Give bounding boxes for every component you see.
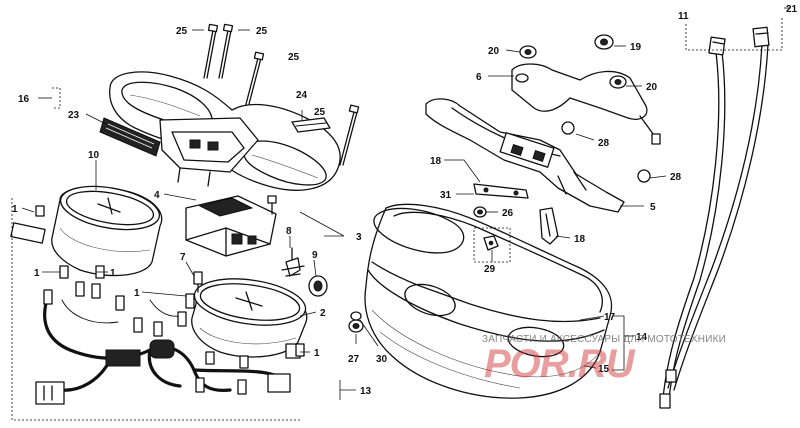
callout-18: 18	[574, 234, 586, 245]
callout-21: 21	[786, 4, 798, 15]
rubber-strip-23	[99, 117, 161, 157]
callout-20: 20	[646, 82, 658, 93]
grommet-9	[308, 275, 328, 297]
callout-1: 1	[314, 348, 320, 359]
speedometer-10	[51, 185, 163, 277]
callout-4: 4	[154, 190, 160, 201]
callout-25: 25	[288, 52, 300, 63]
indicator-block-4	[185, 195, 277, 257]
callout-6: 6	[476, 72, 482, 83]
callout-8: 8	[286, 226, 292, 237]
callout-1: 1	[110, 268, 116, 279]
tachometer-2	[191, 278, 308, 358]
callout-25: 25	[176, 26, 188, 37]
bracket-5	[425, 98, 625, 213]
callout-30: 30	[376, 354, 388, 365]
callout-20: 20	[488, 46, 500, 57]
callout-3: 3	[356, 232, 362, 243]
callout-5: 5	[650, 202, 656, 213]
callout-10: 10	[88, 150, 100, 161]
callout-16: 16	[18, 94, 30, 105]
callout-23: 23	[68, 110, 80, 121]
bulb-7	[193, 271, 203, 293]
callout-11: 11	[678, 11, 689, 22]
callout-labels: 25 25 25 25 24 16 23 10 4 3 1 1 1 1 1 7 …	[12, 4, 798, 397]
nut-26	[473, 206, 487, 218]
callout-19: 19	[630, 42, 642, 53]
callout-25: 25	[256, 26, 268, 37]
callout-14: 14	[636, 332, 648, 343]
callout-9: 9	[312, 250, 318, 261]
callout-1: 1	[134, 288, 140, 299]
callout-29: 29	[484, 264, 496, 275]
callout-1: 1	[12, 204, 18, 215]
watermark-brand-logo: РОR.RU	[484, 342, 635, 386]
bracket-6	[511, 34, 661, 183]
callout-15: 15	[598, 364, 610, 375]
speedometer-cable-11	[659, 36, 726, 409]
screws-25	[203, 23, 360, 166]
strip-31	[473, 183, 529, 199]
callout-28: 28	[670, 172, 682, 183]
callout-2: 2	[320, 308, 326, 319]
callout-26: 26	[502, 208, 514, 219]
callout-24: 24	[296, 90, 308, 101]
bulb-8	[281, 247, 305, 277]
leader-lines	[11, 7, 790, 421]
upper-cover-16	[109, 71, 341, 191]
callout-13: 13	[360, 386, 372, 397]
bulbs-1	[10, 205, 305, 395]
clamp-18	[539, 207, 559, 245]
nut-29	[483, 235, 499, 251]
callout-1: 1	[34, 268, 40, 279]
nut-27	[348, 311, 364, 333]
callout-28: 28	[598, 138, 610, 149]
plate-24	[291, 117, 331, 133]
watermark-caption: ЗАПЧАСТИ И АКСЕССУАРЫ ДЛЯ МОТОТЕХНИКИ	[482, 334, 727, 345]
callout-25: 25	[314, 107, 326, 118]
callout-7: 7	[180, 252, 186, 263]
gasket-ring	[373, 207, 465, 254]
tachometer-cable-21	[665, 26, 770, 391]
callout-27: 27	[348, 354, 360, 365]
callout-31: 31	[440, 190, 452, 201]
callout-18: 18	[430, 156, 442, 167]
callout-17: 17	[604, 312, 616, 323]
